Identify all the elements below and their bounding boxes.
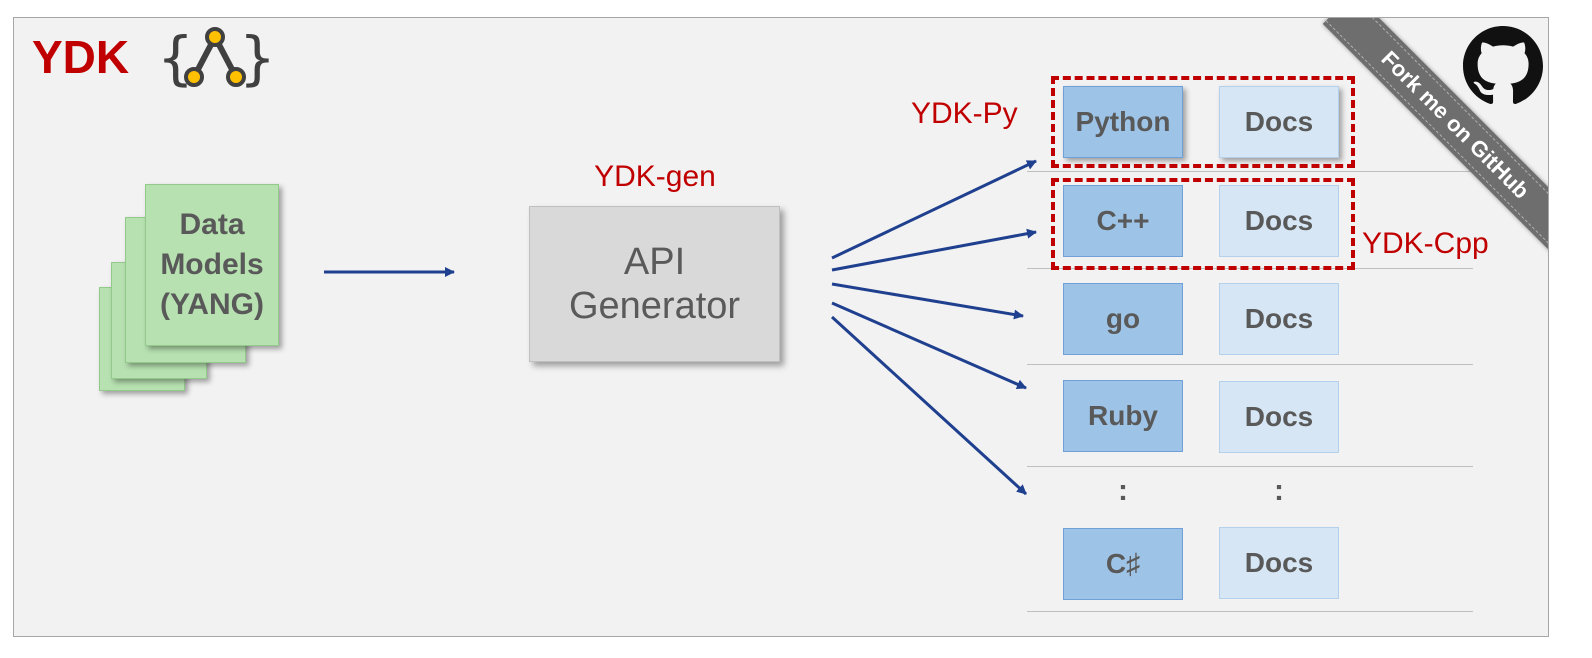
row-divider [1027, 611, 1473, 612]
row-divider [1027, 364, 1473, 365]
data-models-line-3: (YANG) [160, 288, 264, 321]
generator-title: YDK-gen [594, 160, 716, 193]
arrow-to-go [831, 282, 1024, 320]
ydk-cpp-label: YDK-Cpp [1362, 227, 1489, 260]
api-generator-box: API Generator [529, 206, 780, 362]
data-models-line-1: Data [179, 208, 245, 241]
row-divider [1027, 466, 1473, 467]
more-docs-ellipsis: : [1274, 474, 1284, 507]
github-octocat-icon[interactable] [1463, 26, 1543, 111]
more-languages-ellipsis: : [1118, 474, 1128, 507]
go-api-box: go [1063, 283, 1183, 355]
row-divider [1027, 171, 1473, 172]
data-models-label: Data Models (YANG) [145, 184, 279, 346]
ydk-py-group [1051, 76, 1355, 168]
ydk-cpp-group [1051, 178, 1355, 270]
cpp-api-box: C++ [1063, 185, 1183, 257]
brand-title: YDK [32, 31, 130, 83]
arrow-to-python [831, 159, 1037, 260]
python-api-box: Python [1063, 86, 1183, 158]
data-models-line-2: Models [160, 248, 264, 281]
csharp-api-box: C♯ [1063, 528, 1183, 600]
arrow-to-ruby [831, 301, 1027, 390]
arrow-to-cpp [831, 228, 1037, 272]
model-page-1 [145, 184, 279, 346]
ydk-py-label: YDK-Py [911, 97, 1018, 130]
yang-tree-braces-icon: { } [155, 24, 276, 101]
cpp-docs-box: Docs [1219, 185, 1339, 257]
ruby-api-box: Ruby [1063, 380, 1183, 452]
ruby-docs-box: Docs [1219, 381, 1339, 453]
csharp-docs-box: Docs [1219, 527, 1339, 599]
go-docs-box: Docs [1219, 283, 1339, 355]
arrow-to-more [830, 315, 1028, 496]
python-docs-box: Docs [1219, 86, 1339, 158]
